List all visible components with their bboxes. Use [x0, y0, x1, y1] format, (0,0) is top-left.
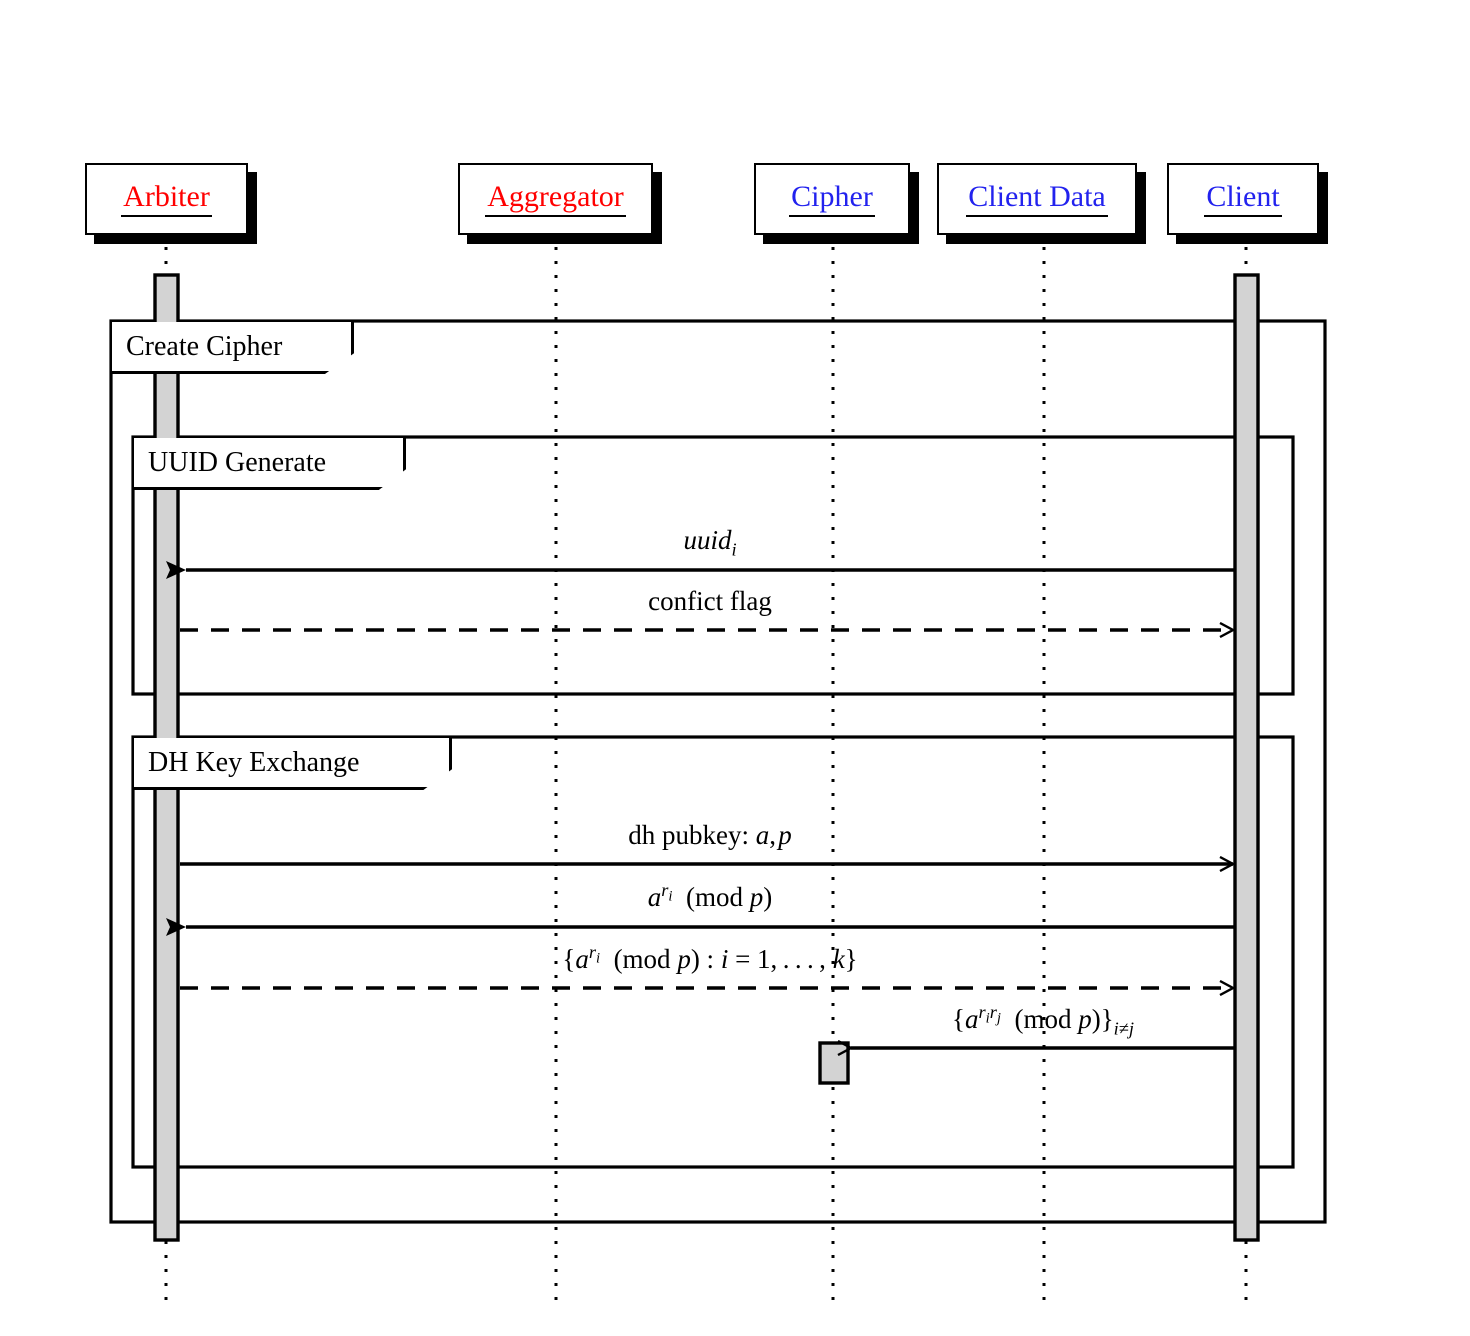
- fragment-label-uuid-generate: UUID Generate: [134, 438, 406, 490]
- fragment-label-create-cipher-text: Create Cipher: [126, 330, 283, 362]
- fragment-label-uuid-generate-text: UUID Generate: [148, 446, 327, 478]
- fragment-frame-create-cipher: [109, 319, 1327, 1224]
- fragment-label-dh-key-exchange-text: DH Key Exchange: [148, 746, 360, 778]
- fragment-frame-uuid-generate: [131, 435, 1295, 696]
- actor-box-client-data[interactable]: Client Data: [937, 163, 1137, 235]
- actor-box-arbiter[interactable]: Arbiter: [85, 163, 248, 235]
- actor-box-cipher[interactable]: Cipher: [754, 163, 910, 235]
- actor-box-aggregator[interactable]: Aggregator: [458, 163, 653, 235]
- activation-bar-cipher: [818, 1041, 850, 1085]
- actor-label-client: Client: [1204, 181, 1282, 217]
- activation-bar-client: [1233, 273, 1260, 1242]
- fragment-label-dh-key-exchange: DH Key Exchange: [134, 738, 452, 790]
- actor-box-client[interactable]: Client: [1167, 163, 1319, 235]
- actor-label-aggregator: Aggregator: [485, 181, 626, 217]
- fragment-frame-dh-key-exchange: [131, 735, 1295, 1169]
- actor-label-cipher: Cipher: [789, 181, 875, 217]
- actor-label-client-data: Client Data: [966, 181, 1108, 217]
- fragment-label-create-cipher: Create Cipher: [112, 322, 354, 374]
- actor-label-arbiter: Arbiter: [121, 181, 212, 217]
